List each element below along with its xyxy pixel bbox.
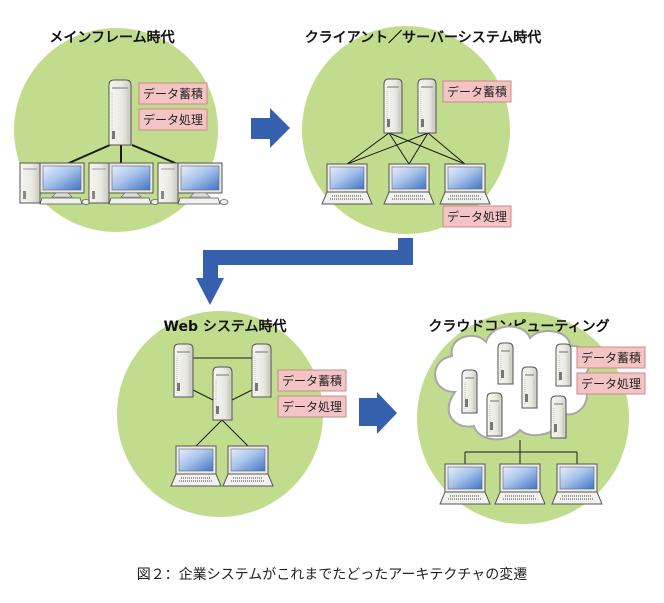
web-era-title: Web システム時代: [164, 318, 287, 335]
laptop-icon: [222, 445, 274, 487]
laptop-icon: [494, 463, 546, 505]
laptop-icon: [170, 445, 222, 487]
desktop-pc-icon: [88, 162, 160, 205]
laptop-icon: [321, 163, 373, 205]
label-text: データ蓄積: [282, 373, 342, 388]
label-text: データ処理: [581, 376, 641, 391]
data-storage-label: データ蓄積: [442, 80, 512, 103]
server-icon: [555, 343, 572, 387]
arrow-right-2: [359, 392, 397, 434]
data-storage-label: データ蓄積: [277, 369, 347, 392]
cloud-connections: [464, 440, 578, 464]
data-processing-label: データ処理: [277, 395, 347, 418]
label-text: データ蓄積: [447, 84, 507, 99]
server-icon: [550, 395, 567, 439]
server-icon: [383, 78, 403, 134]
laptop-icon: [551, 463, 603, 505]
server-icon: [417, 78, 437, 134]
desktop-pc-icon: [157, 162, 229, 205]
server-icon: [486, 392, 503, 437]
client-server-era-title: クライアント／サーバーシステム時代: [305, 29, 542, 46]
label-text: データ処理: [143, 112, 203, 127]
laptop-icon: [383, 163, 435, 205]
cloud-era-title: クラウドコンピューティング: [428, 318, 609, 335]
web-connections: [192, 357, 253, 447]
label-text: データ処理: [447, 209, 507, 224]
data-processing-label: データ処理: [138, 108, 208, 131]
label-text: データ蓄積: [581, 350, 641, 365]
desktop-pc-icon: [19, 162, 91, 205]
server-icon: [497, 342, 514, 385]
label-text: データ蓄積: [143, 86, 203, 101]
data-storage-label: データ蓄積: [138, 82, 208, 105]
laptop-icon: [439, 163, 491, 205]
data-storage-label: データ蓄積: [576, 346, 646, 369]
data-processing-label: データ処理: [442, 205, 512, 228]
server-icon: [173, 343, 194, 398]
data-processing-label: データ処理: [576, 372, 646, 395]
mainframe-era-title: メインフレーム時代: [49, 29, 174, 46]
server-icon: [212, 366, 233, 421]
server-icon: [251, 343, 272, 398]
server-icon: [461, 369, 478, 414]
arrow-l-shaped-down: [196, 238, 413, 305]
figure-caption: 図２：企業システムがこれまでたどったアーキテクチャの変遷: [137, 566, 528, 583]
label-text: データ処理: [282, 399, 342, 414]
arrow-right-1: [251, 108, 290, 148]
laptop-icon: [439, 463, 491, 505]
client-server-connections: [346, 132, 466, 165]
server-icon: [521, 366, 538, 409]
mainframe-server-icon: [108, 79, 132, 146]
